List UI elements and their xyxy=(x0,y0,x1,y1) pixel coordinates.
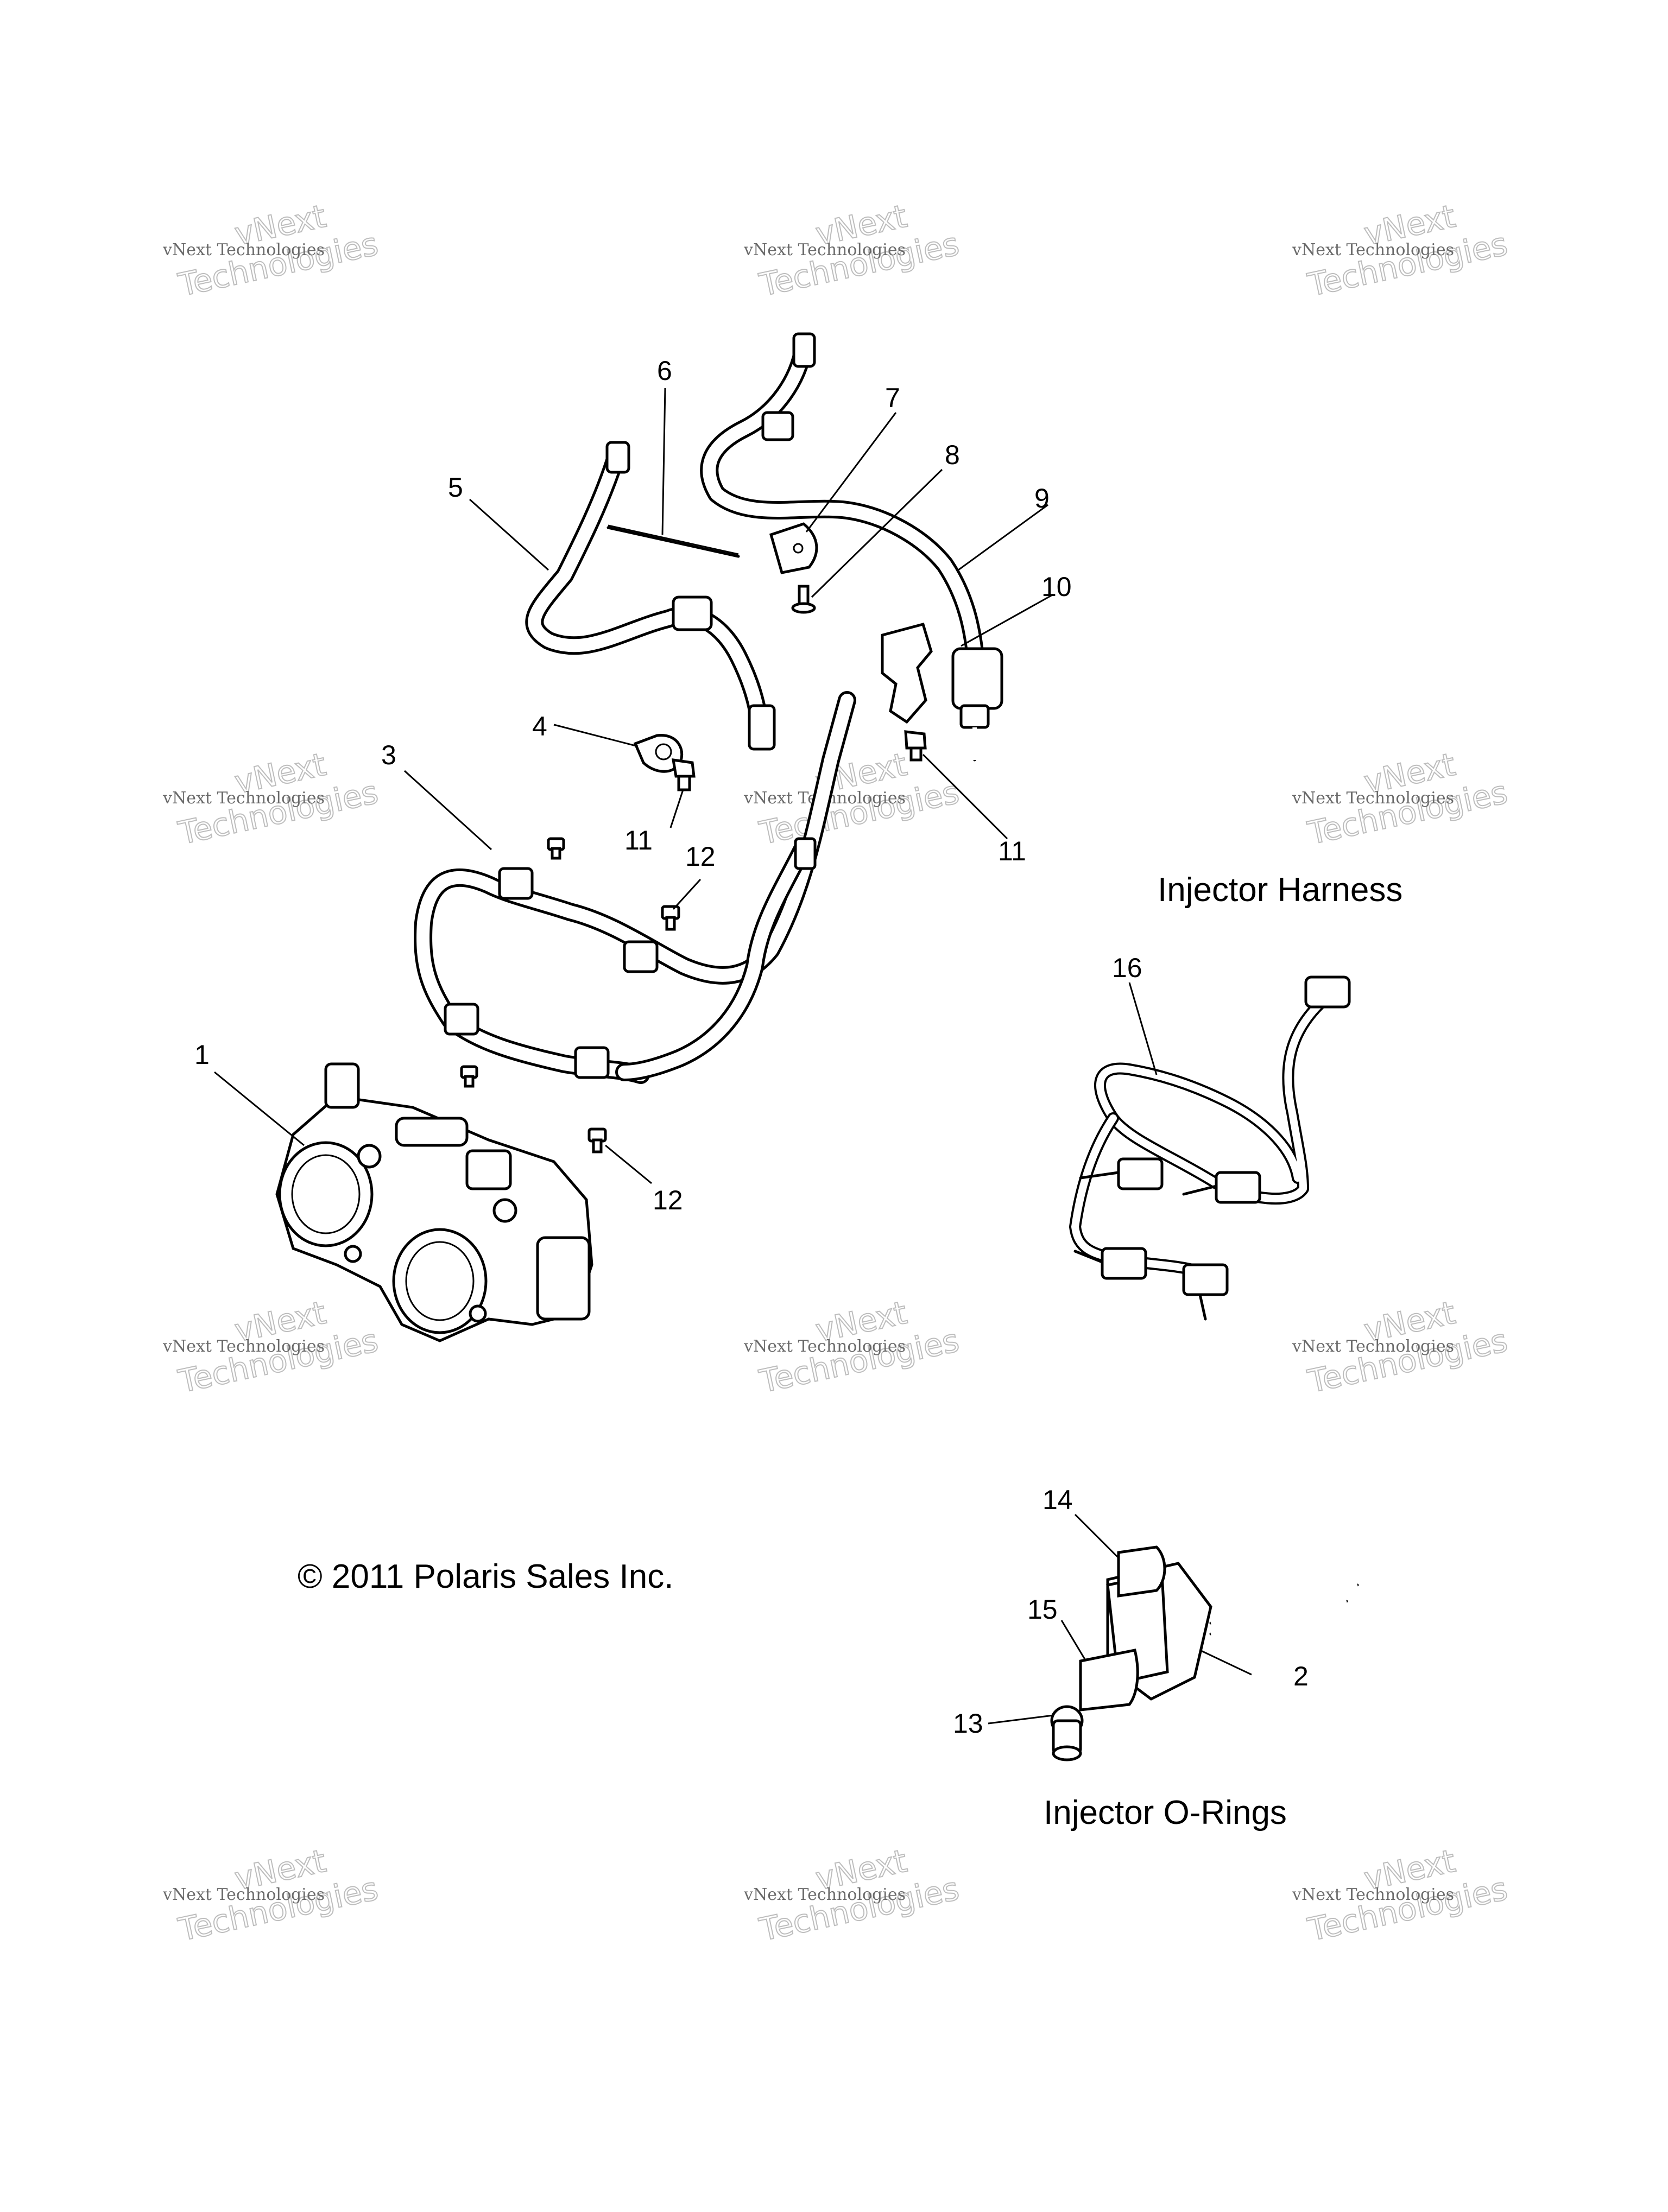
watermark: Technologies vNext vNext Technologies xyxy=(743,1842,963,1949)
watermark-small-text: vNext Technologies xyxy=(162,240,325,259)
part-3-fuel-rail-hose xyxy=(414,691,856,1084)
watermark-small-text: vNext Technologies xyxy=(162,789,325,808)
copyright-text: © 2011 Polaris Sales Inc. xyxy=(298,1558,673,1595)
callout-11-left: 11 xyxy=(624,825,653,855)
watermark: Technologies vNext vNext Technologies xyxy=(162,1842,382,1949)
callout-5: 5 xyxy=(448,472,463,503)
callout-11-right: 11 xyxy=(998,836,1026,866)
callouts: 1 2 3 4 5 6 7 8 9 10 11 11 12 12 13 14 1… xyxy=(194,356,1309,1739)
part-12-screw xyxy=(460,1065,478,1088)
part-10-fuel-filter xyxy=(881,622,1003,762)
watermark: Technologies vNext vNext Technologies xyxy=(162,745,382,852)
callout-6: 6 xyxy=(657,356,672,386)
part-13-o-ring xyxy=(1050,1705,1084,1761)
part-11-screw xyxy=(671,758,696,791)
part-15-o-ring xyxy=(1079,1649,1139,1712)
callout-9: 9 xyxy=(1034,483,1050,514)
part-6-cable-tie xyxy=(606,524,740,558)
injector-harness-label: Injector Harness xyxy=(1158,871,1402,909)
part-9-fuel-hose xyxy=(700,332,984,661)
watermark-small-text: vNext Technologies xyxy=(1292,1337,1454,1356)
part-11-screw xyxy=(904,730,927,762)
callout-14: 14 xyxy=(1042,1485,1073,1515)
callout-7: 7 xyxy=(885,383,900,413)
part-5-fuel-hose xyxy=(525,441,776,751)
callout-10: 10 xyxy=(1041,572,1072,602)
part-12-screw xyxy=(661,905,680,931)
callout-12-upper: 12 xyxy=(685,841,716,872)
callout-8: 8 xyxy=(945,440,960,470)
injector-orings-label: Injector O-Rings xyxy=(1044,1794,1287,1831)
callout-1: 1 xyxy=(194,1040,210,1070)
watermark: Technologies vNext vNext Technologies xyxy=(1292,1842,1511,1949)
part-14-o-ring xyxy=(1117,1545,1166,1598)
watermark: Technologies vNext vNext Technologies xyxy=(1292,1294,1511,1400)
callout-2: 2 xyxy=(1293,1661,1309,1691)
watermark: Technologies vNext vNext Technologies xyxy=(162,197,382,304)
watermark: Technologies vNext vNext Technologies xyxy=(1292,197,1511,304)
callout-12-lower: 12 xyxy=(653,1185,683,1215)
part-8-push-pin xyxy=(791,585,816,614)
watermark-small-text: vNext Technologies xyxy=(162,1337,325,1356)
watermark: Technologies vNext vNext Technologies xyxy=(743,197,963,304)
part-16-injector-harness xyxy=(1069,975,1351,1321)
watermark: Technologies vNext vNext Technologies xyxy=(162,1294,382,1400)
leader-lines xyxy=(214,388,1252,1725)
callout-3: 3 xyxy=(381,740,396,770)
watermark: Technologies vNext vNext Technologies xyxy=(1292,745,1511,852)
watermark-small-text: vNext Technologies xyxy=(743,1337,906,1356)
part-12-screw xyxy=(547,837,565,860)
watermark-small-text: vNext Technologies xyxy=(1292,240,1454,259)
callout-13: 13 xyxy=(953,1708,983,1739)
watermark-small-text: vNext Technologies xyxy=(1292,789,1454,808)
callout-15: 15 xyxy=(1027,1594,1058,1625)
watermark-small-text: vNext Technologies xyxy=(743,1885,906,1904)
callout-4: 4 xyxy=(532,711,547,741)
watermark: Technologies vNext vNext Technologies xyxy=(743,1294,963,1400)
watermark-small-text: vNext Technologies xyxy=(743,240,906,259)
part-12-screw xyxy=(587,1127,607,1153)
part-1-throttle-body xyxy=(275,1062,593,1342)
watermark-small-text: vNext Technologies xyxy=(1292,1885,1454,1904)
watermark-small-text: vNext Technologies xyxy=(162,1885,325,1904)
callout-16: 16 xyxy=(1112,953,1142,983)
